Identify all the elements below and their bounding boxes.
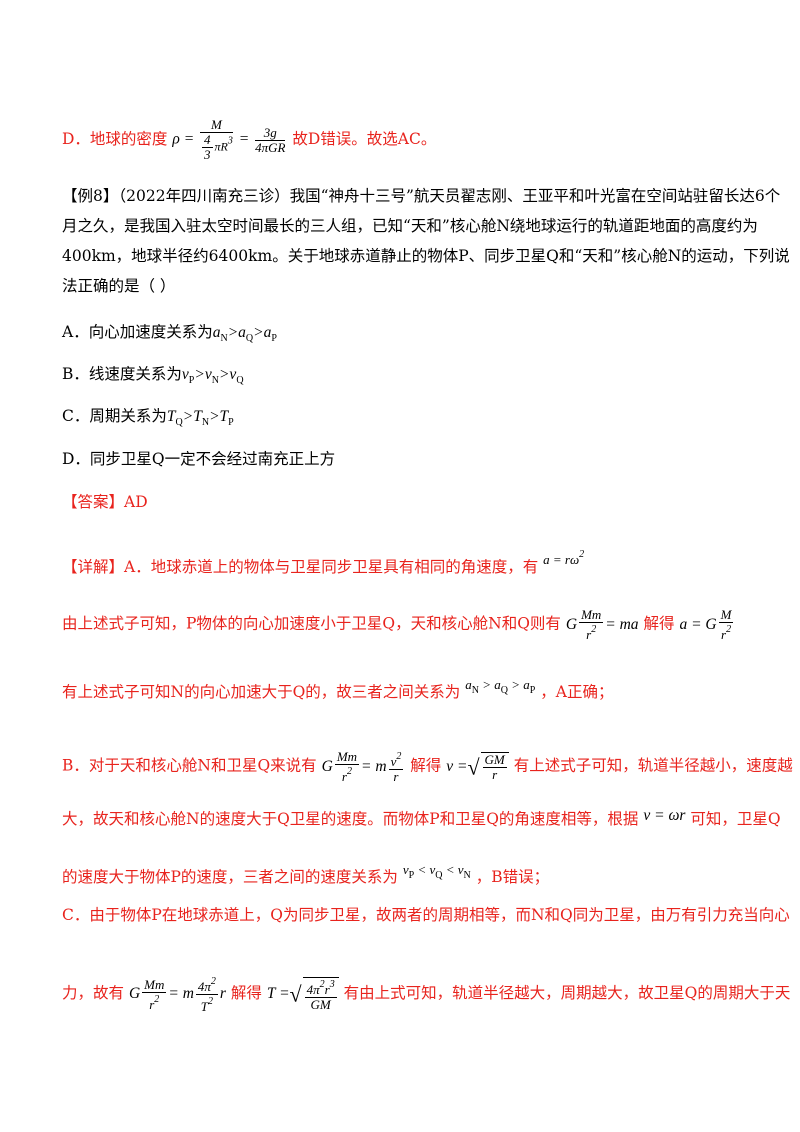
option-c: C．周期关系为TQ>TN>TP — [62, 407, 234, 428]
option-d: D．同步卫星Q一定不会经过南充正上方 — [62, 450, 336, 468]
example-line-4: 法正确的是（ ） — [62, 277, 176, 295]
example-line-2: 月之久，是我国入驻太空时间最长的三人组，已知“天和”核心舱N绕地球运行的轨道距地… — [62, 217, 758, 235]
formula-v-order: vP < vQ < vN — [402, 862, 471, 881]
explain-a-line-3: 有上述式子可知N的向心加速大于Q的，故三者之间关系为 aN > aQ > aP … — [62, 677, 614, 701]
example-tag: 【例8】 — [62, 187, 119, 205]
answer: 【答案】AD — [62, 492, 148, 512]
formula-a-order: aN > aQ > aP — [465, 677, 536, 696]
formula-v-omega-r: v = ωr — [643, 807, 686, 824]
explain-tag: 【详解】 — [62, 558, 125, 576]
answer-value: AD — [124, 493, 148, 511]
option-b: B．线速度关系为vP>vN>vQ — [62, 365, 244, 386]
formula-a-r-omega: a = rω2 — [543, 549, 585, 567]
explain-b-line-3: 的速度大于物体P的速度，三者之间的速度关系为 vP < vQ < vN ，B错误… — [62, 862, 550, 886]
prev-option-d-tail: 故D错误。故选AC。 — [292, 130, 437, 148]
option-a: A．向心加速度关系为aN>aQ>aP — [62, 323, 277, 344]
prev-option-d-label: D．地球的密度 — [62, 130, 168, 148]
example-line-3: 400km，地球半径约6400km。关于地球赤道静止的物体P、同步卫星Q和“天和… — [62, 247, 790, 265]
answer-tag: 【答案】 — [62, 493, 125, 511]
explain-b-line-2: 大，故天和核心舱N的速度大于Q卫星的速度。而物体P和卫星Q的角速度相等，根据 v… — [62, 807, 781, 828]
example-line-1: 【例8】（2022年四川南充三诊）我国“神舟十三号”航天员翟志刚、王亚平和叶光富… — [62, 187, 781, 205]
explain-c-line-1: C．由于物体P在地球赤道上，Q为同步卫星，故两者的周期相等，而N和Q同为卫星，由… — [62, 906, 790, 924]
explain-a-line-1: 【详解】A．地球赤道上的物体与卫星同步卫星具有相同的角速度，有 a = rω2 — [62, 549, 585, 576]
